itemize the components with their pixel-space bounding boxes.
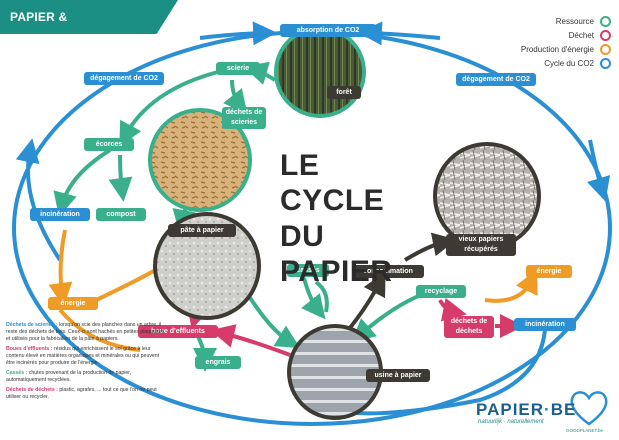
node-boue: boue d'effluents: [138, 325, 218, 338]
photo-wood-chips: [148, 108, 252, 212]
legend-ring-icon: [600, 43, 611, 55]
note-text: plastic, agrafes, ... tout ce que l'on n…: [6, 387, 157, 401]
node-casses: cassés: [287, 264, 329, 277]
logo-dot: ·: [544, 400, 551, 419]
papier-be-tagline: natuurlijk · naturellement: [478, 419, 544, 425]
diagram-title: LE CYCLE DU PAPIER: [280, 148, 430, 290]
node-energie-right: énergie: [526, 265, 572, 278]
legend-label: Cycle du CO2: [544, 58, 594, 68]
photo-recycled-paper: [433, 142, 541, 250]
node-degagement-right: dégagement de CO2: [456, 73, 536, 86]
photo-forest: [274, 26, 366, 118]
node-dechets-dechets: déchets de déchets: [444, 316, 494, 338]
note-text: résidus qui enrichissent le sol grâce à …: [6, 346, 160, 367]
node-ecorces: écorces: [84, 138, 134, 151]
title-line-2: DU PAPIER: [280, 219, 393, 289]
legend-label: Déchet: [568, 30, 594, 40]
note-boues: Boues d'effluents : résidus qui enrichis…: [6, 346, 168, 367]
header-banner: PAPIER & ENVIRONNEMENT: [0, 0, 178, 34]
note-casses: Cassés : chutes provenant de la producti…: [6, 370, 168, 384]
node-foret: forêt: [327, 86, 361, 99]
node-energie-left: énergie: [48, 297, 98, 310]
goodplanet-text: GOODPLANET.be: [566, 428, 604, 433]
papier-be-logo: PAPIER·BE: [476, 400, 576, 420]
photo-pulp: [153, 212, 261, 320]
goodplanet-heart-icon: [570, 391, 608, 426]
note-term: Déchets de déchets :: [6, 387, 58, 394]
legend-ring-icon: [600, 15, 611, 27]
legend-label: Ressource: [555, 16, 594, 26]
title-line-1: LE CYCLE: [280, 149, 385, 218]
node-vieux-papiers: vieux papiers récupérés: [446, 234, 516, 256]
node-consommation: consommation: [352, 265, 424, 278]
node-incineration-left: incinération: [30, 208, 90, 221]
legend-item-dechet: Déchet: [521, 28, 611, 42]
node-degagement-left: dégagement de CO2: [84, 72, 164, 85]
node-recyclage: recyclage: [416, 285, 466, 298]
legend-item-ressource: Ressource: [521, 14, 611, 28]
node-absorption: absorption de CO2: [280, 24, 376, 37]
note-dechets-dechets: Déchets de déchets : plastic, agrafes, .…: [6, 387, 168, 401]
node-pate: pâte à papier: [168, 224, 236, 237]
note-term: Déchets de scieries :: [6, 322, 58, 328]
node-incineration-right: incinération: [514, 318, 576, 331]
legend-ring-icon: [600, 57, 611, 69]
note-term: Cassés :: [6, 370, 28, 377]
node-usine: usine à papier: [366, 369, 430, 382]
note-text: lorsqu'on scie des planches dans un arbr…: [6, 322, 165, 343]
glossary-notes: Déchets de scieries : lorsqu'on scie des…: [6, 322, 168, 404]
node-compost: compost: [96, 208, 146, 221]
legend-label: Production d'énergie: [520, 44, 594, 54]
note-dechets-scieries: Déchets de scieries : lorsqu'on scie des…: [6, 322, 168, 343]
node-scierie: scierie: [216, 62, 260, 75]
legend-item-co2: Cycle du CO2: [521, 56, 611, 70]
node-engrais: engrais: [195, 356, 241, 369]
note-term: Boues d'effluents :: [6, 346, 53, 353]
legend: Ressource Déchet Production d'énergie Cy…: [521, 14, 611, 70]
node-dechets-scieries: déchets de scieries: [222, 107, 266, 129]
note-text: chutes provenant de la production de pap…: [6, 370, 132, 384]
logo-word: PAPIER: [476, 400, 545, 419]
legend-item-energie: Production d'énergie: [521, 42, 611, 56]
logo-suffix: BE: [550, 400, 577, 419]
legend-ring-icon: [600, 29, 611, 41]
